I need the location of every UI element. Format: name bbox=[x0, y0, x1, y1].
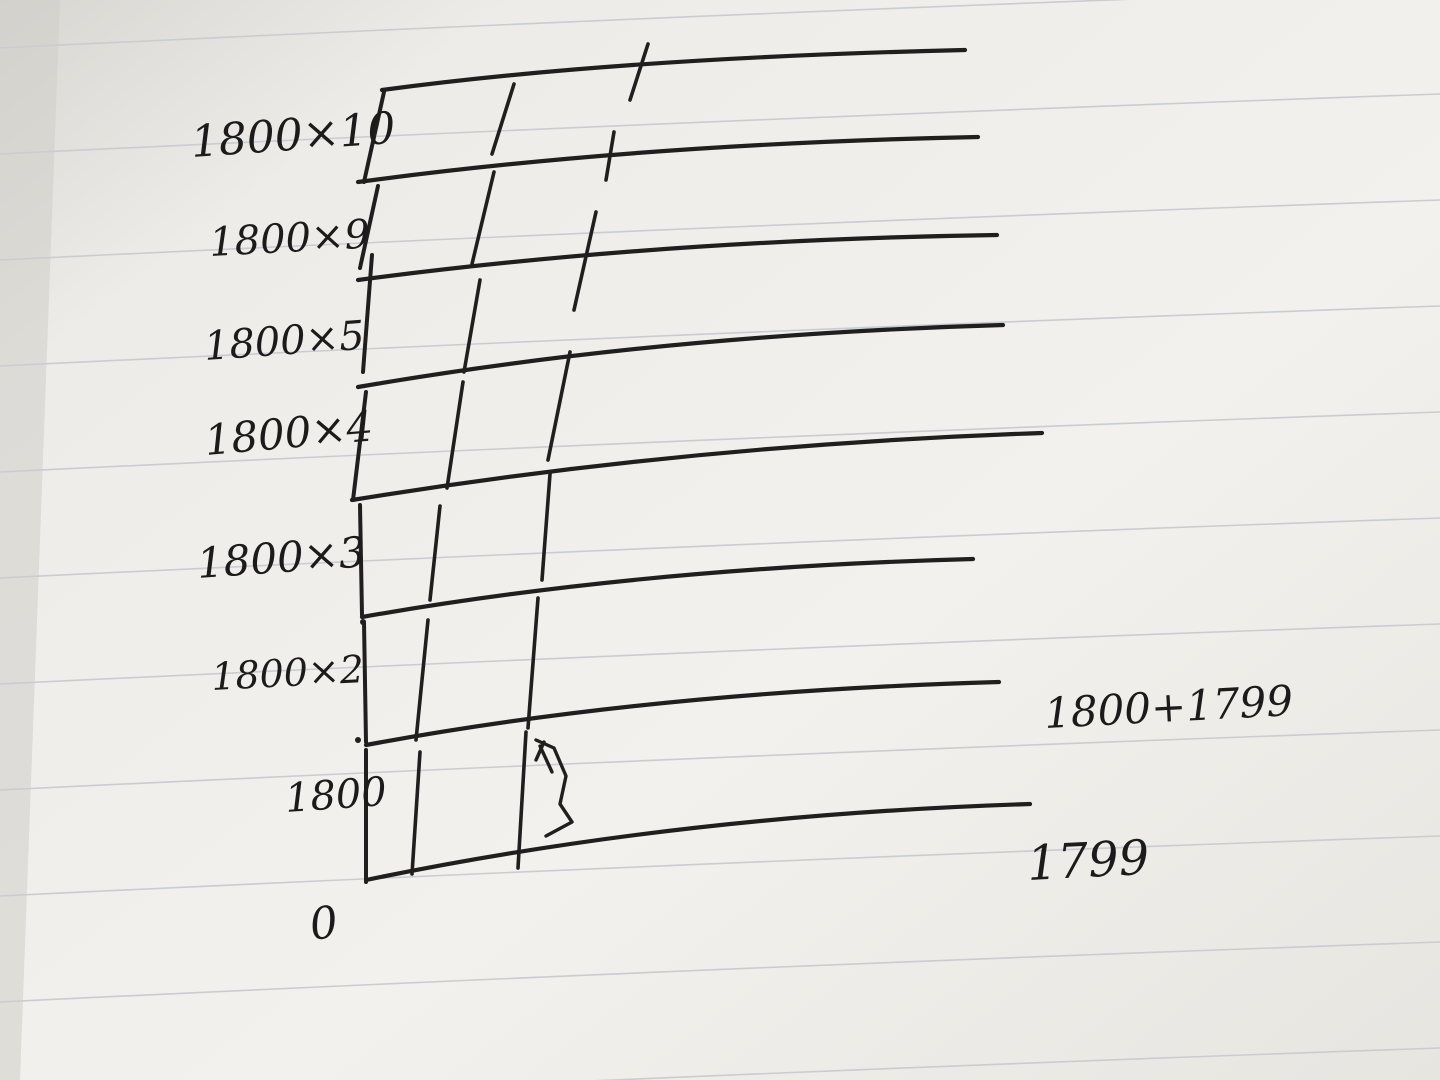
paper-edge-shadow bbox=[0, 0, 60, 1080]
ink-row-line bbox=[355, 232, 1000, 283]
rule-line bbox=[0, 835, 1440, 897]
rule-line bbox=[0, 517, 1440, 579]
row-label: 1800×5 bbox=[202, 313, 366, 370]
rule-line bbox=[594, 1047, 1440, 1080]
row-label: 1800×9 bbox=[208, 212, 371, 266]
column-tick bbox=[414, 618, 430, 742]
horizontal-ink-lines bbox=[349, 47, 1045, 883]
column-tick bbox=[516, 730, 528, 870]
column-tick bbox=[604, 130, 616, 182]
row-label: 1800 bbox=[283, 769, 388, 822]
column-tick bbox=[490, 82, 516, 156]
column-tick bbox=[572, 210, 598, 312]
rule-line bbox=[0, 199, 1440, 261]
ink-row-line bbox=[355, 322, 1006, 390]
ink-row-line bbox=[359, 556, 976, 620]
rule-line bbox=[0, 729, 1440, 791]
rule-line bbox=[0, 305, 1440, 367]
row-labels: 1800×10 1800×9 1800×5 1800×4 1800×3 1800… bbox=[189, 103, 397, 822]
arrow-mark-icon bbox=[534, 738, 574, 838]
column-ticks bbox=[410, 42, 650, 876]
column-tick bbox=[410, 750, 422, 876]
row-label: 1800×2 bbox=[210, 647, 365, 699]
column-tick bbox=[628, 42, 650, 102]
axis-segment bbox=[361, 253, 374, 374]
rule-line bbox=[0, 93, 1440, 155]
rule-line bbox=[0, 623, 1440, 685]
ink-row-line bbox=[363, 801, 1033, 883]
axis-segment bbox=[351, 390, 368, 502]
ink-row-line bbox=[363, 679, 1002, 748]
row-label: 1800×3 bbox=[195, 527, 367, 588]
axis-segment bbox=[362, 90, 386, 184]
column-tick bbox=[540, 472, 552, 582]
axis-segment bbox=[358, 184, 380, 270]
rule-line bbox=[0, 941, 1440, 1003]
column-tick bbox=[428, 504, 442, 602]
vertical-axis bbox=[351, 90, 386, 884]
column-tick bbox=[470, 170, 496, 266]
rule-line bbox=[0, 411, 1440, 473]
axis-dots bbox=[355, 619, 366, 743]
column-tick bbox=[546, 350, 572, 462]
axis-segment bbox=[358, 503, 364, 617]
column-tick bbox=[462, 278, 482, 374]
rule-line bbox=[0, 0, 1131, 49]
axis-segment bbox=[362, 620, 368, 744]
ink-row-line bbox=[355, 134, 981, 185]
column-tick bbox=[445, 380, 465, 490]
column-tick bbox=[526, 596, 540, 730]
right-label: 1799 bbox=[1026, 830, 1151, 892]
ink-row-line bbox=[379, 47, 968, 93]
